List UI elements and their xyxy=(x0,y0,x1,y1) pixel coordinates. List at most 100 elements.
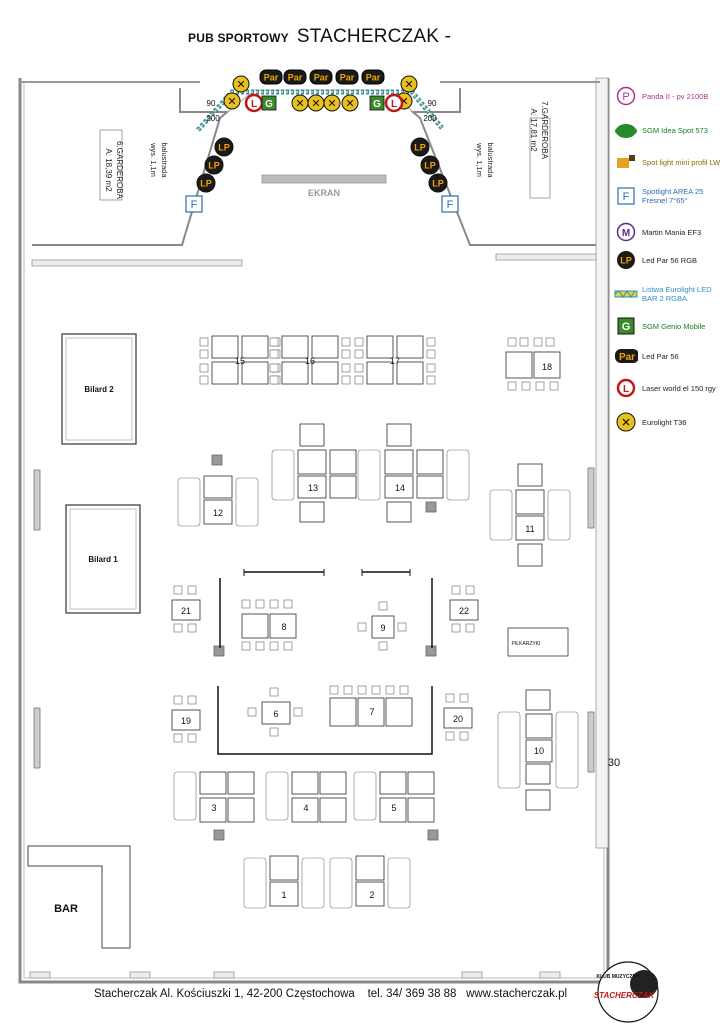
chair xyxy=(341,375,351,385)
led-par-rgb-3-label: LP xyxy=(200,179,212,189)
par56-icon: Par xyxy=(614,344,638,368)
chair xyxy=(545,337,555,347)
led-par-rgb-3 xyxy=(196,173,216,193)
table- xyxy=(517,543,543,567)
chair xyxy=(385,685,395,695)
table- xyxy=(269,613,297,639)
table- xyxy=(311,335,339,359)
led-par-rgb-2-label: LP xyxy=(208,161,220,171)
foosball-label: PIŁKARZYKI xyxy=(512,641,541,647)
table- xyxy=(227,771,255,795)
table- xyxy=(386,501,412,523)
chair xyxy=(341,349,351,359)
table- xyxy=(203,499,233,525)
table- xyxy=(525,789,551,811)
chair xyxy=(549,381,559,391)
table- xyxy=(384,449,414,475)
led-par-56-label-3: Par xyxy=(314,73,329,83)
led-par-rgb-2 xyxy=(204,155,224,175)
chair xyxy=(269,727,279,737)
table-number-2: 2 xyxy=(369,890,374,900)
sofa xyxy=(555,711,579,789)
chair xyxy=(173,623,183,633)
chair xyxy=(269,349,279,359)
legend-label: Martin Mania EF3 xyxy=(642,227,702,237)
table- xyxy=(297,449,327,475)
sofa xyxy=(489,489,513,541)
stage-edge-left xyxy=(32,88,230,246)
radiator-2 xyxy=(33,707,41,769)
laser-label-2: L xyxy=(391,99,397,110)
martin-icon: M xyxy=(614,220,638,244)
footer-address: Stacherczak Al. Kościuszki 1, 42-200 Czę… xyxy=(94,988,355,1000)
led-par-56-label-4: Par xyxy=(340,73,355,83)
table-number-21: 21 xyxy=(181,606,191,616)
table- xyxy=(505,351,533,379)
table-9 xyxy=(371,615,395,639)
chair xyxy=(519,337,529,347)
svg-text:wys. 1,1m: wys. 1,1m xyxy=(475,142,484,177)
table- xyxy=(525,739,553,763)
billiard-2 xyxy=(61,333,137,445)
eurolight-t36-mark-7: ✕ xyxy=(327,98,336,110)
chair xyxy=(173,733,183,743)
chair xyxy=(445,731,455,741)
table- xyxy=(379,797,407,823)
eurolight-icon xyxy=(614,282,638,306)
table- xyxy=(355,881,385,907)
chair xyxy=(269,375,279,385)
table- xyxy=(199,771,227,795)
sofa xyxy=(177,477,201,527)
genio-label-1: G xyxy=(265,99,273,110)
table- xyxy=(269,881,299,907)
billiard-1 xyxy=(65,504,141,614)
fresnel-spot-1 xyxy=(185,195,203,213)
sofa xyxy=(446,449,470,501)
chair xyxy=(371,685,381,695)
sofa xyxy=(357,449,381,501)
table- xyxy=(211,335,239,359)
chair xyxy=(247,707,257,717)
table-20 xyxy=(443,707,473,729)
led-par-rgb-1-label: LP xyxy=(218,143,230,153)
radiator-1 xyxy=(33,469,41,531)
chair xyxy=(459,731,469,741)
wall-vent xyxy=(539,971,561,979)
table- xyxy=(525,689,551,711)
panda-icon: P xyxy=(614,84,638,108)
table-number-12: 12 xyxy=(213,508,223,518)
ledpar-icon: LP xyxy=(614,248,638,272)
table-number-19: 19 xyxy=(181,716,191,726)
svg-text:balustrada: balustrada xyxy=(486,142,495,178)
svg-text:L: L xyxy=(623,384,629,395)
led-par-56-label-5: Par xyxy=(366,73,381,83)
table- xyxy=(384,475,414,499)
table- xyxy=(385,697,413,727)
led-par-rgb-6 xyxy=(428,173,448,193)
led-par-rgb-6-label: LP xyxy=(432,179,444,189)
legend-label: Laser world el 150 rgy xyxy=(642,383,716,393)
stage-width-right: 90 xyxy=(428,99,437,108)
column-2 xyxy=(425,501,437,513)
led-par-rgb-5 xyxy=(420,155,440,175)
chair xyxy=(341,363,351,373)
chair xyxy=(354,349,364,359)
sofa xyxy=(353,771,377,821)
eurolight-t36-mark-6: ✕ xyxy=(311,98,320,110)
stage-depth-left: 200 xyxy=(206,114,220,123)
footer-website[interactable]: www.stacherczak.pl xyxy=(466,988,568,1000)
table-number-17: 17 xyxy=(390,356,400,366)
footer-contact: Stacherczak Al. Kościuszki 1, 42-200 Czę… xyxy=(94,988,567,1000)
table-number-13: 13 xyxy=(308,483,318,493)
logo-portrait xyxy=(630,970,658,998)
table-number-5: 5 xyxy=(391,803,396,813)
table- xyxy=(525,763,551,785)
table-number-1: 1 xyxy=(281,890,286,900)
table- xyxy=(533,351,561,379)
chair xyxy=(426,363,436,373)
fresnel-label-2: F xyxy=(447,199,454,211)
